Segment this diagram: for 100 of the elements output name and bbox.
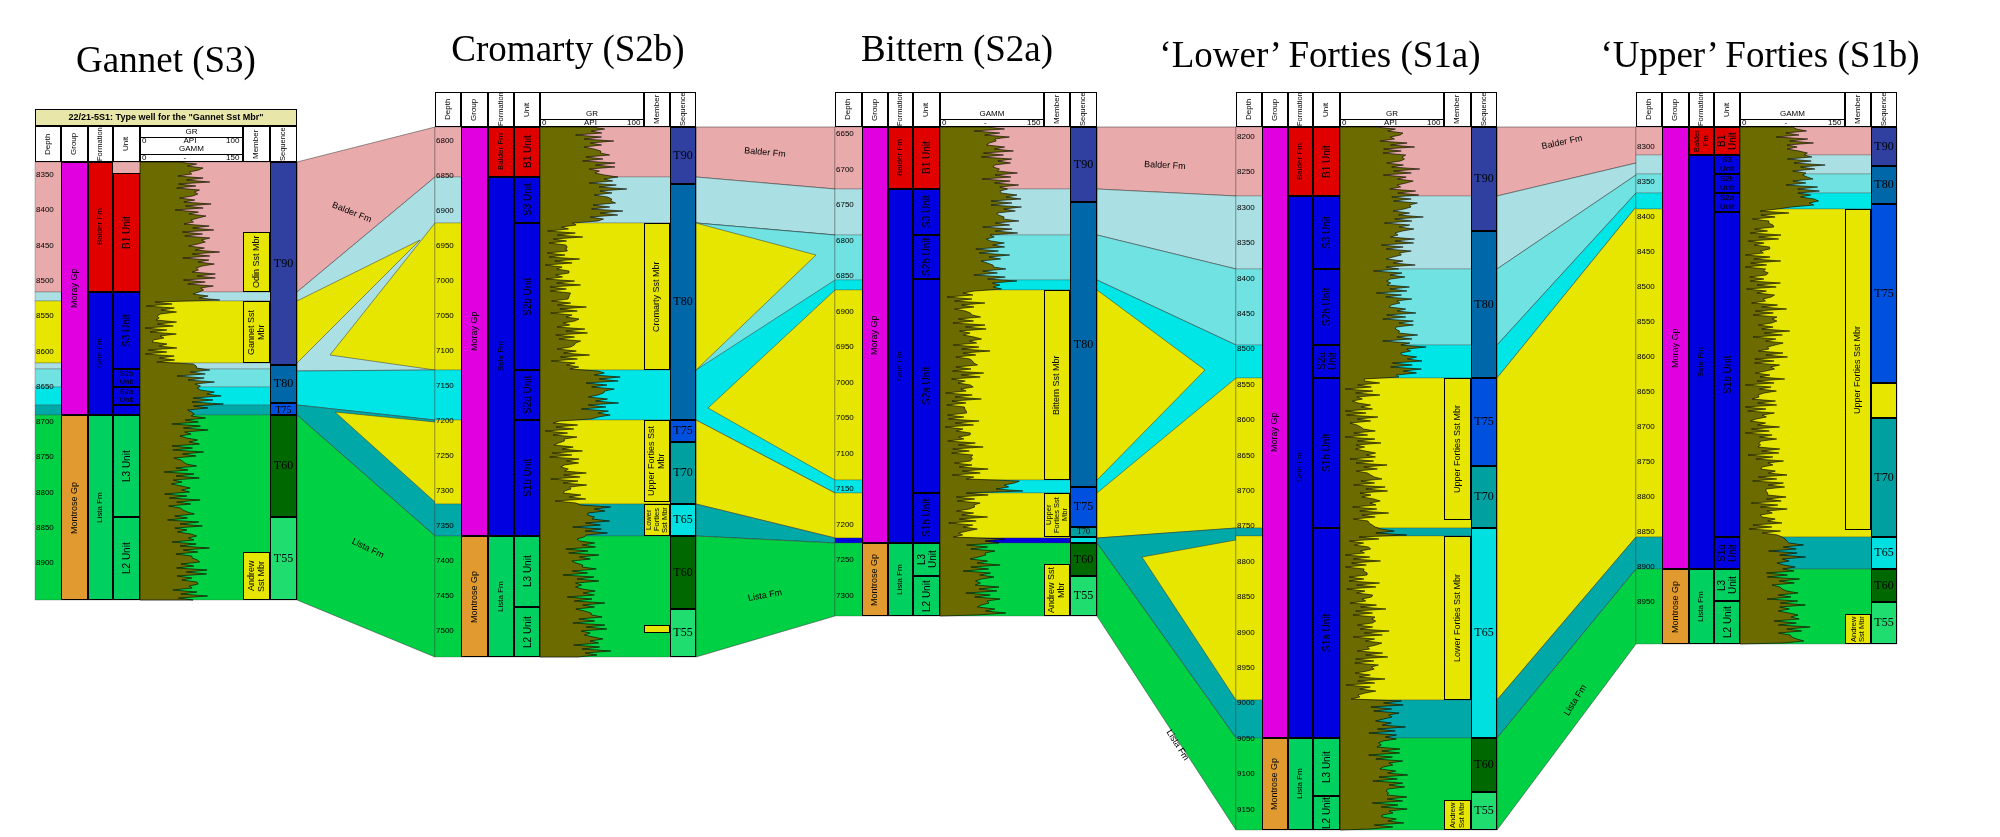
unit-interval: L3 Unit [913, 543, 940, 576]
formation-interval: Balder Fm [88, 162, 113, 292]
column-header: Member [1044, 92, 1070, 127]
unit-interval: L2 Unit [1313, 796, 1340, 830]
sequence-interval: T75 [670, 420, 696, 442]
unit-interval: S3 Unit [1313, 196, 1340, 269]
sequence-interval: T80 [1471, 231, 1497, 378]
column-header: Group [461, 92, 488, 127]
unit-interval: B1 Unit [1714, 127, 1740, 155]
depth-label: 8400 [1637, 212, 1656, 222]
depth-label: 8300 [1237, 202, 1256, 213]
unit-interval: S1b Unit [514, 420, 540, 536]
sequence-interval: T75 [1471, 378, 1497, 466]
depth-label: 7300 [836, 590, 855, 601]
depth-label: 7300 [436, 486, 455, 496]
unit-interval: S1b Unit [1714, 212, 1740, 537]
depth-label: 8200 [1237, 132, 1256, 142]
column-header: Depth [1236, 92, 1262, 127]
unit-interval: L2 Unit [514, 607, 540, 657]
column-header: Depth [35, 126, 61, 162]
depth-label: 8900 [1237, 627, 1256, 638]
depth-label: 6800 [836, 235, 855, 246]
unit-interval: S3 Unit [514, 177, 540, 223]
depth-label: 6750 [836, 200, 855, 210]
sequence-interval: T60 [1871, 569, 1897, 602]
depth-label: 6850 [836, 271, 855, 281]
depth-label: 6800 [436, 136, 455, 146]
sequence-interval: T90 [1871, 127, 1897, 166]
column-header: Member [1845, 92, 1871, 127]
log-name: GAMM [1779, 110, 1806, 119]
unit-interval: S2b Unit [1313, 269, 1340, 345]
group-interval: Montrose Gp [862, 543, 888, 616]
sequence-interval: T65 [1471, 528, 1497, 738]
depth-label: 8300 [1637, 142, 1656, 152]
scale-value: 0 [542, 118, 547, 127]
depth-label: 8700 [36, 417, 55, 428]
unit-interval: S1a Unit [1313, 528, 1340, 738]
sequence-interval: T55 [670, 609, 696, 657]
unit-interval: S2b Unit [1714, 174, 1740, 193]
depth-label: 8850 [1637, 527, 1656, 537]
scale-value: API [1384, 118, 1397, 127]
formation-label: Lista Fm [349, 534, 387, 563]
formation-interval: Balder Fm [488, 127, 514, 177]
depth-label: 8900 [36, 558, 55, 569]
unit-interval: L2 Unit [113, 517, 140, 600]
log-name: GAMM [178, 145, 205, 154]
well-header-banner: 22/21-5S1: Type well for the "Gannet Sst Mbr" [35, 109, 297, 126]
depth-label: 9050 [1237, 733, 1256, 744]
formation-interval: Sele Fm [1689, 155, 1714, 569]
column-header: Group [1662, 92, 1689, 127]
scale-value: 0 [942, 118, 947, 127]
unit-interval: L2 Unit [913, 576, 940, 616]
depth-label: 7400 [436, 556, 455, 566]
scale-value: API [584, 118, 597, 127]
depth-label: 8750 [1237, 521, 1256, 532]
group-interval: Montrose Gp [1262, 738, 1288, 830]
scale-value: 150 [226, 153, 240, 162]
formation-interval: Lista Fm [1288, 738, 1313, 830]
depth-label: 8550 [1237, 379, 1256, 390]
unit-interval: B1 Unit [113, 173, 140, 292]
unit-interval: B1 Unit [514, 127, 540, 177]
depth-label: 8700 [1237, 486, 1256, 496]
depth-label: 8550 [36, 311, 55, 322]
depth-label: 7250 [836, 555, 855, 565]
formation-interval: Balder Fm [1288, 127, 1313, 196]
group-interval: Moray Gp [61, 162, 88, 415]
depth-label: 7350 [436, 521, 455, 531]
depth-label: 8400 [36, 205, 55, 216]
unit-interval: S2a Unit [1714, 193, 1740, 212]
unit-interval: S2a Unit [514, 370, 540, 420]
column-header: Unit [1714, 92, 1740, 127]
well-title: Cromarty (S2b) [451, 26, 685, 70]
unit-interval: S2a Unit [913, 279, 940, 493]
depth-label: 9100 [1237, 769, 1256, 780]
member-interval: Odin Sst Mbr [243, 232, 270, 292]
sequence-interval: T75 [1070, 487, 1097, 527]
well-title: Gannet (S3) [76, 37, 256, 81]
sequence-interval: T75 [270, 403, 297, 415]
scale-value: - [183, 153, 187, 162]
depth-label: 7100 [436, 346, 455, 356]
formation-label: Balder Fm [1143, 158, 1187, 172]
log-name: GR [585, 110, 599, 119]
member-interval: Bittern Sst Mbr [1044, 290, 1070, 480]
depth-label: 8800 [1637, 492, 1656, 502]
log-name: GAMM [978, 110, 1006, 119]
depth-label: 7200 [836, 519, 855, 530]
member-interval: Andrew Sst Mbr [1044, 564, 1070, 616]
formation-interval: Lista Fm [488, 536, 514, 657]
sequence-interval: T80 [1871, 166, 1897, 204]
sequence-interval: T80 [670, 184, 696, 420]
depth-label: 8450 [1237, 309, 1256, 319]
sequence-interval: T60 [1070, 543, 1097, 576]
unit-interval: S3 Unit [1714, 155, 1740, 174]
log-name: GR [1385, 110, 1399, 119]
depth-label: 8600 [36, 346, 55, 357]
member-interval: Cromarty Sst Mbr [644, 223, 670, 370]
formation-interval: Sele Fm [88, 292, 113, 415]
depth-label: 7000 [436, 276, 455, 286]
group-interval: Montrose Gp [61, 415, 88, 600]
scale-value: 150 [1027, 118, 1041, 127]
